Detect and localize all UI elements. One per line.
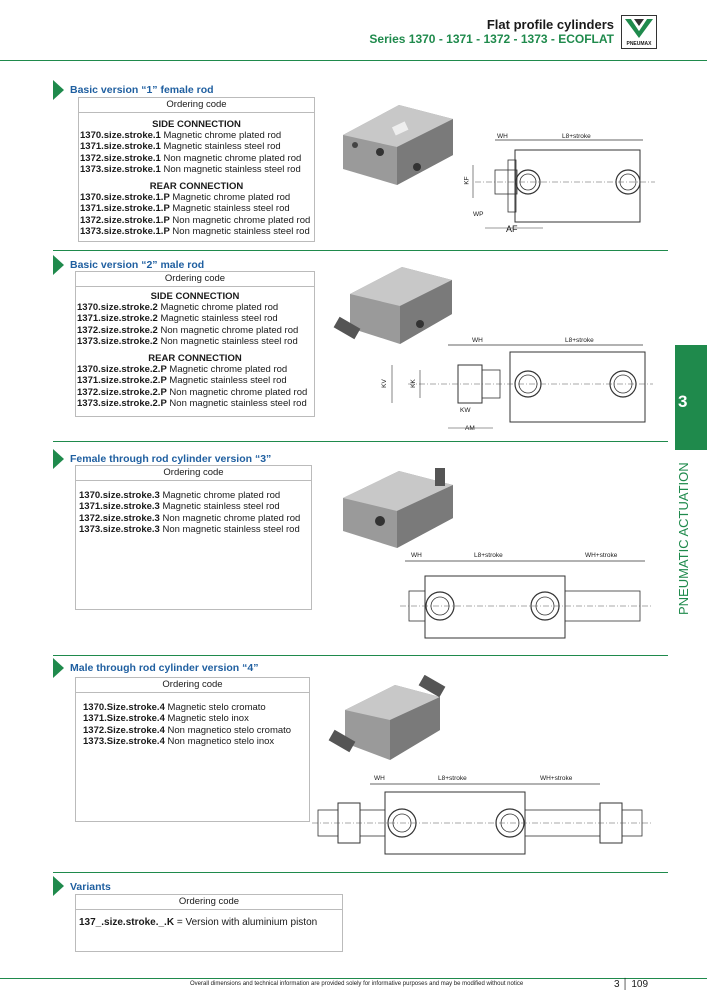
section-arrow-icon <box>53 658 64 678</box>
ordering-code-line: 1373.Size.stroke.4 Non magnetico stelo i… <box>83 735 275 747</box>
section-arrow-icon <box>53 255 64 275</box>
dim-label-af: AF <box>506 224 518 234</box>
dim-label-kw: KW <box>460 407 471 414</box>
ordering-code-line: 1372.size.stroke.2.P Non magnetic chrome… <box>77 386 308 398</box>
page-number: 3 │ 109 <box>614 979 649 990</box>
dim-label-l8: L8+stroke <box>562 133 591 140</box>
section-divider <box>53 872 668 873</box>
ordering-code-line: 1370.size.stroke.2 Magnetic chrome plate… <box>77 302 279 313</box>
ordering-code-line: 1370.size.stroke.1 Magnetic chrome plate… <box>80 130 282 141</box>
dim-label-kk: KK <box>409 379 417 388</box>
ordering-code-line: 1373.size.stroke.1.P Non magnetic stainl… <box>80 226 310 238</box>
section-title: Variants <box>70 881 111 893</box>
dim-label-wh: WH <box>472 337 483 344</box>
section-arrow-icon <box>53 876 64 896</box>
ordering-code-header: Ordering code <box>76 272 314 287</box>
page-title: Flat profile cylinders <box>486 17 614 32</box>
ordering-code-line: 1370.size.stroke.2.P Magnetic chrome pla… <box>77 364 288 376</box>
ordering-code-box: Ordering code 1370.Size.stroke.4 Magneti… <box>75 677 310 822</box>
section-title: Male through rod cylinder version “4” <box>70 662 259 674</box>
section-divider <box>53 441 668 442</box>
ordering-code-box: Ordering code SIDE CONNECTION 1370.size.… <box>75 271 315 417</box>
ordering-code-header: Ordering code <box>76 895 342 910</box>
dim-label-kf: KF <box>463 176 471 185</box>
ordering-code-line: 1371.size.stroke.3 Magnetic stainless st… <box>79 501 280 513</box>
ordering-code-line: 1373.size.stroke.3 Non magnetic stainles… <box>79 523 300 535</box>
dim-label-am: AM <box>465 425 475 432</box>
ordering-code-line: 1370.size.stroke.1.P Magnetic chrome pla… <box>80 192 291 204</box>
ordering-code-line: 1370.Size.stroke.4 Magnetic stelo cromat… <box>83 702 266 713</box>
ordering-code-line: 1372.size.stroke.2 Non magnetic chrome p… <box>77 324 299 336</box>
ordering-code-line: 1373.size.stroke.2.P Non magnetic stainl… <box>77 398 307 410</box>
footer-note: Overall dimensions and technical informa… <box>190 981 524 987</box>
ordering-code-header: Ordering code <box>76 466 311 481</box>
dimension-drawing <box>400 560 653 639</box>
dim-label-kv: KV <box>380 379 388 388</box>
ordering-code-line: 1372.Size.stroke.4 Non magnetico stelo c… <box>83 724 292 736</box>
ordering-code-line: 137_.size.stroke._.K = Version with alum… <box>79 917 318 928</box>
ordering-code-box: Ordering code 1370.size.stroke.3 Magneti… <box>75 465 312 610</box>
chapter-label: PNEUMATIC ACTUATION <box>676 462 691 615</box>
section-title: Basic version “1” female rod <box>70 84 214 96</box>
logo-text: PNEUMAX <box>626 41 652 47</box>
section-arrow-icon <box>53 449 64 469</box>
ordering-code-line: 1373.size.stroke.1 Non magnetic stainles… <box>80 163 301 175</box>
product-photo <box>343 105 453 185</box>
section-title: Female through rod cylinder version “3” <box>70 453 272 465</box>
dim-label-wh-stroke: WH+stroke <box>540 775 573 782</box>
ordering-code-line: 1371.Size.stroke.4 Magnetic stelo inox <box>83 713 249 725</box>
ordering-code-header: Ordering code <box>79 98 314 113</box>
ordering-code-line: 1373.size.stroke.2 Non magnetic stainles… <box>77 335 298 347</box>
logo-mark-icon <box>625 19 653 38</box>
product-photo <box>328 675 446 760</box>
section-arrow-icon <box>53 80 64 100</box>
ordering-code-line: 1371.size.stroke.1 Magnetic stainless st… <box>80 141 281 153</box>
rear-connection-heading: REAR CONNECTION <box>148 353 242 365</box>
ordering-code-box: Ordering code SIDE CONNECTION 1370.size.… <box>78 97 315 242</box>
ordering-code-box: Ordering code 137_.size.stroke._.K = Ver… <box>75 894 343 952</box>
ordering-code-line: 1370.size.stroke.3 Magnetic chrome plate… <box>79 490 281 501</box>
brand-logo: PNEUMAX <box>621 15 657 49</box>
dim-label-wh: WH <box>497 133 508 140</box>
ordering-code-line: 1371.size.stroke.1.P Magnetic stainless … <box>80 203 290 215</box>
header-divider <box>0 60 707 61</box>
series-subtitle: Series 1370 - 1371 - 1372 - 1373 - ECOFL… <box>369 32 614 46</box>
dim-label-wp: WP <box>473 211 484 218</box>
section-title: Basic version “2” male rod <box>70 259 205 271</box>
dim-label-l8: L8+stroke <box>474 552 503 559</box>
product-photo <box>333 267 452 344</box>
dim-label-wh: WH <box>411 552 422 559</box>
section-divider <box>53 250 668 251</box>
side-connection-heading: SIDE CONNECTION <box>152 119 241 130</box>
ordering-code-line: 1372.size.stroke.3 Non magnetic chrome p… <box>79 512 301 524</box>
section-divider <box>53 655 668 656</box>
rear-connection-heading: REAR CONNECTION <box>149 181 244 193</box>
dimension-drawing <box>472 139 655 229</box>
dim-label-wh-stroke: WH+stroke <box>585 552 618 559</box>
dimension-drawing <box>312 783 652 855</box>
dim-label-l8: L8+stroke <box>565 337 594 344</box>
dim-label-l8: L8+stroke <box>438 775 467 782</box>
ordering-code-header: Ordering code <box>76 678 309 693</box>
ordering-code-line: 1372.size.stroke.1.P Non magnetic chrome… <box>80 214 311 226</box>
chapter-tab <box>675 345 707 450</box>
side-connection-heading: SIDE CONNECTION <box>150 291 240 302</box>
dim-label-wh: WH <box>374 775 385 782</box>
chapter-number: 3 <box>678 392 688 411</box>
product-photo <box>343 468 453 548</box>
ordering-code-line: 1371.size.stroke.2.P Magnetic stainless … <box>77 375 287 387</box>
footer-divider <box>0 978 707 979</box>
ordering-code-line: 1371.size.stroke.2 Magnetic stainless st… <box>77 313 278 325</box>
ordering-code-line: 1372.size.stroke.1 Non magnetic chrome p… <box>80 152 302 164</box>
dimension-drawing <box>391 344 653 429</box>
